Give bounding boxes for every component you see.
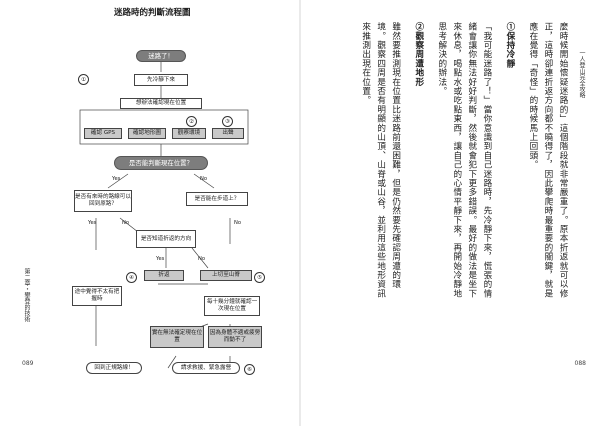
label-no-1: No xyxy=(200,176,208,182)
label-yes-1: Yes xyxy=(112,176,121,182)
label-no-4: No xyxy=(198,256,206,262)
node-lost: 迷路了！ xyxy=(136,50,186,62)
node-calm: 先冷靜下來 xyxy=(134,74,188,86)
node-dangerous: 途中覺得不太有把握時 xyxy=(72,286,122,306)
label-yes-3: Yes xyxy=(156,256,165,262)
left-page: 迷路時的判斷流程圖 迷路了！ 先冷靜下來 想辦法確認現在位置 確認 GPS 確認… xyxy=(22,6,265,386)
paragraph-2: 「我可能迷路了！」當你意識到自己迷路時，先冷靜下來，慌張的情緒會讓你無法好好判斷… xyxy=(436,22,492,298)
node-cannot-confirm: 實在無法確定現在位置 xyxy=(150,326,204,348)
circle-5: ⑤ xyxy=(254,272,265,283)
flowchart: 迷路時的判斷流程圖 迷路了！ 先冷靜下來 想辦法確認現在位置 確認 GPS 確認… xyxy=(58,6,265,386)
right-side-caption: 一人登山完全攻略 xyxy=(578,50,585,98)
node-know-turn: 是否知道折返的方向 xyxy=(136,230,196,248)
node-back: 折返 xyxy=(144,270,184,281)
right-page-number: 088 xyxy=(574,360,586,367)
circle-6: ⑥ xyxy=(244,364,255,375)
node-shout: 出聲 xyxy=(212,128,244,139)
node-climb: 上切至山脊 xyxy=(200,270,252,281)
body-text: 麼時候開始懷疑迷路的」這個階段就非常嚴重了。原本折返就可以修正，這時卻連折返方向… xyxy=(358,22,570,302)
node-question: 是否能判斷現在位置？ xyxy=(114,156,208,170)
node-confirm: 想辦法確認現在位置 xyxy=(120,98,202,109)
circle-2: ② xyxy=(186,116,197,127)
node-injured: 因為身體不適或疲勞而動不了 xyxy=(208,326,262,348)
node-rescue: 請求救援、緊急露營 xyxy=(172,362,240,374)
label-no-3: No xyxy=(234,220,242,226)
left-page-number: 089 xyxy=(22,360,34,367)
label-yes-2: Yes xyxy=(88,220,97,226)
circle-4: ④ xyxy=(126,272,137,283)
right-page: 麼時候開始懷疑迷路的」這個階段就非常嚴重了。原本折返就可以修正，這時卻連折返方向… xyxy=(300,0,600,426)
book-spine xyxy=(299,0,301,426)
left-side-caption: 第二章・攀登的技術 xyxy=(23,268,30,322)
paragraph-3: 雖然要推測現在位置比迷路前還困難，但是仍然要先確認周遭的環境。觀察四周是否有明顯… xyxy=(360,22,401,298)
circle-3: ③ xyxy=(222,116,233,127)
node-on-trail: 是否能在步道上？ xyxy=(186,192,248,206)
chart-title: 迷路時的判斷流程圖 xyxy=(114,8,191,18)
paragraph-1: 麼時候開始懷疑迷路的」這個階段就非常嚴重了。原本折返就可以修正，這時卻連折返方向… xyxy=(527,22,568,298)
heading-observe-terrain: ②觀察周遭地形 xyxy=(413,22,424,87)
heading-stay-calm: ①保持冷靜 xyxy=(504,22,515,68)
node-map: 確認地形圖 xyxy=(128,128,166,139)
node-observe: 觀察環境 xyxy=(172,128,206,139)
node-return-route: 回到正規路線！ xyxy=(86,362,142,374)
circle-1: ① xyxy=(78,74,89,85)
node-know-path: 是否有來時的路線可以回到原路？ xyxy=(74,190,132,212)
label-no-2: No xyxy=(122,220,130,226)
node-check-often: 每十幾分鐘就確認一次現在位置 xyxy=(204,296,260,316)
node-gps: 確認 GPS xyxy=(84,128,122,139)
